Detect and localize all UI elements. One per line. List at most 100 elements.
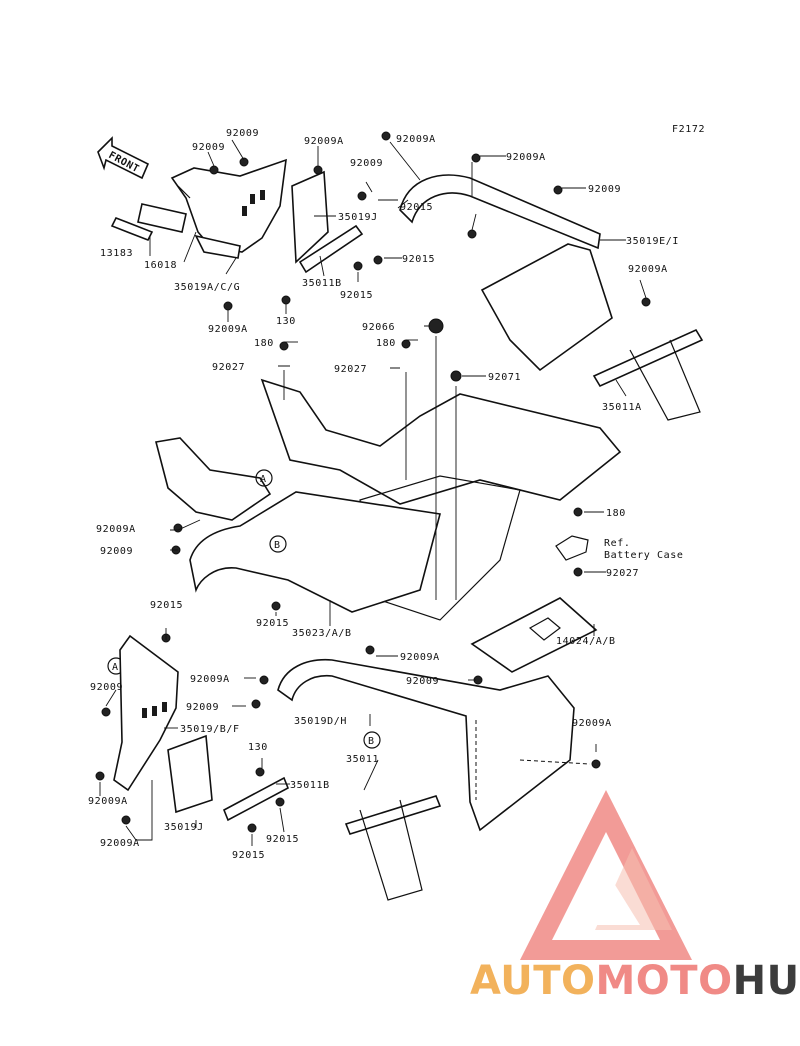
main-front-fender (189, 491, 442, 613)
bolt-icon (239, 157, 249, 167)
label-92009: 92009 (350, 158, 383, 169)
rear-cover-body (260, 378, 622, 505)
bolt-icon (573, 567, 583, 577)
bolt-icon (209, 165, 219, 175)
mud-flap-lower (167, 734, 213, 814)
bolt-icon (255, 767, 265, 777)
bracket-35011-loop (359, 799, 423, 901)
bracket-35011A-loop (629, 339, 701, 421)
label-92015: 92015 (340, 290, 373, 301)
bolt-icon (279, 341, 289, 351)
bolt-icon (259, 675, 269, 685)
front-arrow-icon: FRONT (97, 136, 150, 180)
label-92015: 92015 (266, 834, 299, 845)
bolt-icon (357, 191, 367, 201)
label-35011: 35011 (346, 754, 379, 765)
label-180: 180 (254, 338, 274, 349)
label-13183: 13183 (100, 248, 133, 259)
label-92009a: 92009A (572, 718, 612, 729)
watermark-logo-icon (520, 790, 692, 960)
label-130: 130 (248, 742, 268, 753)
label-92009: 92009 (192, 142, 225, 153)
bolt-icon (401, 339, 411, 349)
label-92009: 92009 (406, 676, 439, 687)
label-92027: 92027 (212, 362, 245, 373)
bracket-35011A (592, 328, 704, 388)
label-92009a: 92009A (628, 264, 668, 275)
battery-cover-knob (528, 617, 561, 641)
label-92009: 92009 (588, 184, 621, 195)
label-35019bf: 35019/B/F (180, 724, 240, 735)
part-labels: 92009 92009 92009A 92009A 92009A 92009 9… (88, 128, 683, 861)
label-92009a: 92009A (304, 136, 344, 147)
ref-circle-b-lower: B (363, 731, 381, 749)
pad-16018 (137, 203, 187, 233)
label-92015: 92015 (400, 202, 433, 213)
label-16018: 16018 (144, 260, 177, 271)
label-92009a: 92009A (190, 674, 230, 685)
label-92071: 92071 (488, 372, 521, 383)
left-side-panel (155, 437, 272, 521)
bolt-icon (313, 165, 323, 175)
bracket-35011 (344, 795, 442, 835)
bracket-35011B-top (298, 224, 364, 274)
label-92009: 92009 (226, 128, 259, 139)
battery-cover (470, 597, 598, 673)
bolt-icon (101, 707, 111, 717)
label-35011a: 35011A (602, 402, 642, 413)
bolt-icon (591, 759, 601, 769)
grommet-icon (450, 370, 462, 382)
bolt-icon (251, 699, 261, 709)
hidden-line (519, 759, 591, 765)
bolt-icon (281, 295, 291, 305)
bolt-icon (353, 261, 363, 271)
bolt-icon (467, 229, 477, 239)
label-92009: 92009 (90, 682, 123, 693)
bolt-icon (275, 797, 285, 807)
bolt-icon (471, 153, 481, 163)
bolt-icon (271, 601, 281, 611)
label-92009a: 92009A (100, 838, 140, 849)
label-92009a: 92009A (396, 134, 436, 145)
watermark-moto: MOTO (595, 958, 733, 1004)
ref-circle-b: B (269, 535, 287, 553)
leader-lines (99, 139, 647, 846)
bolt-icon (573, 507, 583, 517)
bolt-icon (223, 301, 233, 311)
label-14024ab: 14024/A/B (556, 636, 616, 647)
figure-code: F2172 (672, 124, 705, 135)
label-92009a: 92009A (208, 324, 248, 335)
label-92015: 92015 (256, 618, 289, 629)
label-92009a: 92009A (88, 796, 128, 807)
mud-flap-top (291, 170, 329, 264)
label-92066: 92066 (362, 322, 395, 333)
bolt-icon (641, 297, 651, 307)
watermark-auto: AUTO (470, 958, 596, 1004)
watermark-text: AUTOMOTOHUB (470, 958, 800, 1004)
label-92027: 92027 (606, 568, 639, 579)
label-35019ei: 35019E/I (626, 236, 679, 247)
bolt-icon (553, 185, 563, 195)
label-92009a: 92009A (400, 652, 440, 663)
pad-13183 (110, 216, 154, 242)
rear-guard-panel (480, 243, 613, 372)
label-180: 180 (606, 508, 626, 519)
label-92009: 92009 (186, 702, 219, 713)
bolt-icon (247, 823, 257, 833)
rear-fender-top (399, 174, 601, 250)
lower-left-fender-part: A (107, 634, 179, 792)
label-35019acg: 35019A/C/G (174, 282, 240, 293)
bolt-icon (365, 645, 375, 655)
rear-fender-lower (277, 658, 575, 832)
label-92015: 92015 (150, 600, 183, 611)
label-92009a: 92009A (96, 524, 136, 535)
bolt-icon (173, 523, 183, 533)
label-92015: 92015 (402, 254, 435, 265)
watermark-hub: HUB (732, 958, 800, 1004)
bracket-35011B-lower (222, 776, 290, 822)
label-35023ab: 35023/A/B (292, 628, 352, 639)
label-35011b: 35011B (290, 780, 330, 791)
label-35019j: 35019J (338, 212, 378, 223)
